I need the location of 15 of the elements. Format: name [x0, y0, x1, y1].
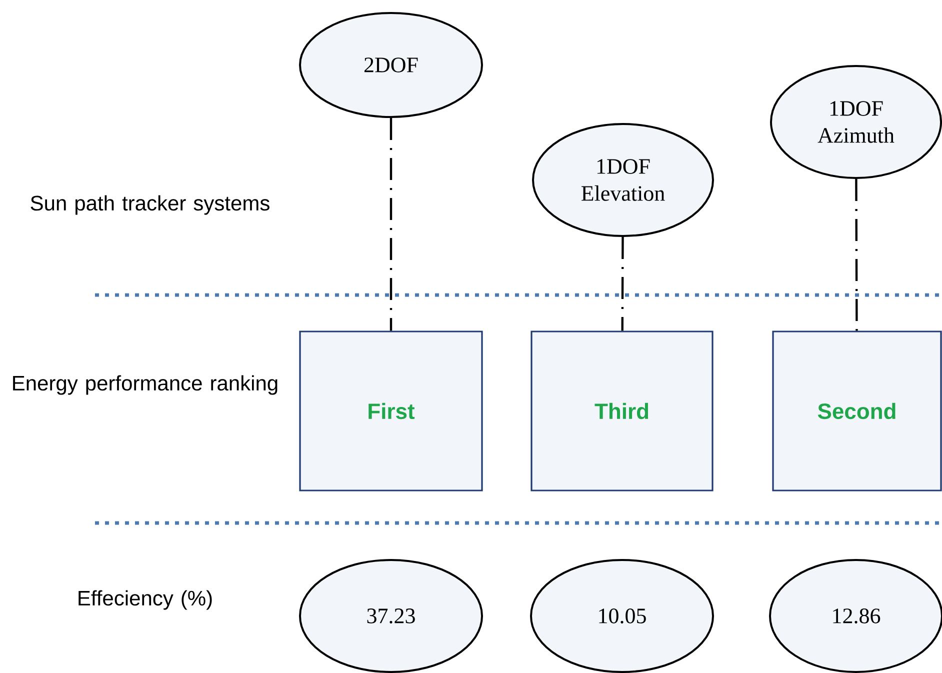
ranking-box: Second: [772, 330, 942, 492]
connector-line: [621, 237, 624, 331]
ellipse-node: 2DOF: [299, 12, 483, 118]
connector-line: [855, 179, 858, 331]
row-label: Effeciency (%): [78, 590, 212, 610]
connector-line: [390, 118, 392, 331]
row-label: Energy performance ranking: [13, 375, 278, 395]
ranking-box: Third: [530, 330, 714, 492]
ranking-box: First: [299, 330, 483, 492]
ellipse-node: 1DOF Elevation: [532, 123, 714, 237]
ellipse-node: 37.23: [299, 559, 483, 673]
ellipse-node: 1DOF Azimuth: [770, 65, 942, 179]
ellipse-node: 10.05: [530, 559, 714, 673]
ellipse-node: 12.86: [769, 559, 942, 673]
row-label: Sun path tracker systems: [30, 195, 270, 215]
